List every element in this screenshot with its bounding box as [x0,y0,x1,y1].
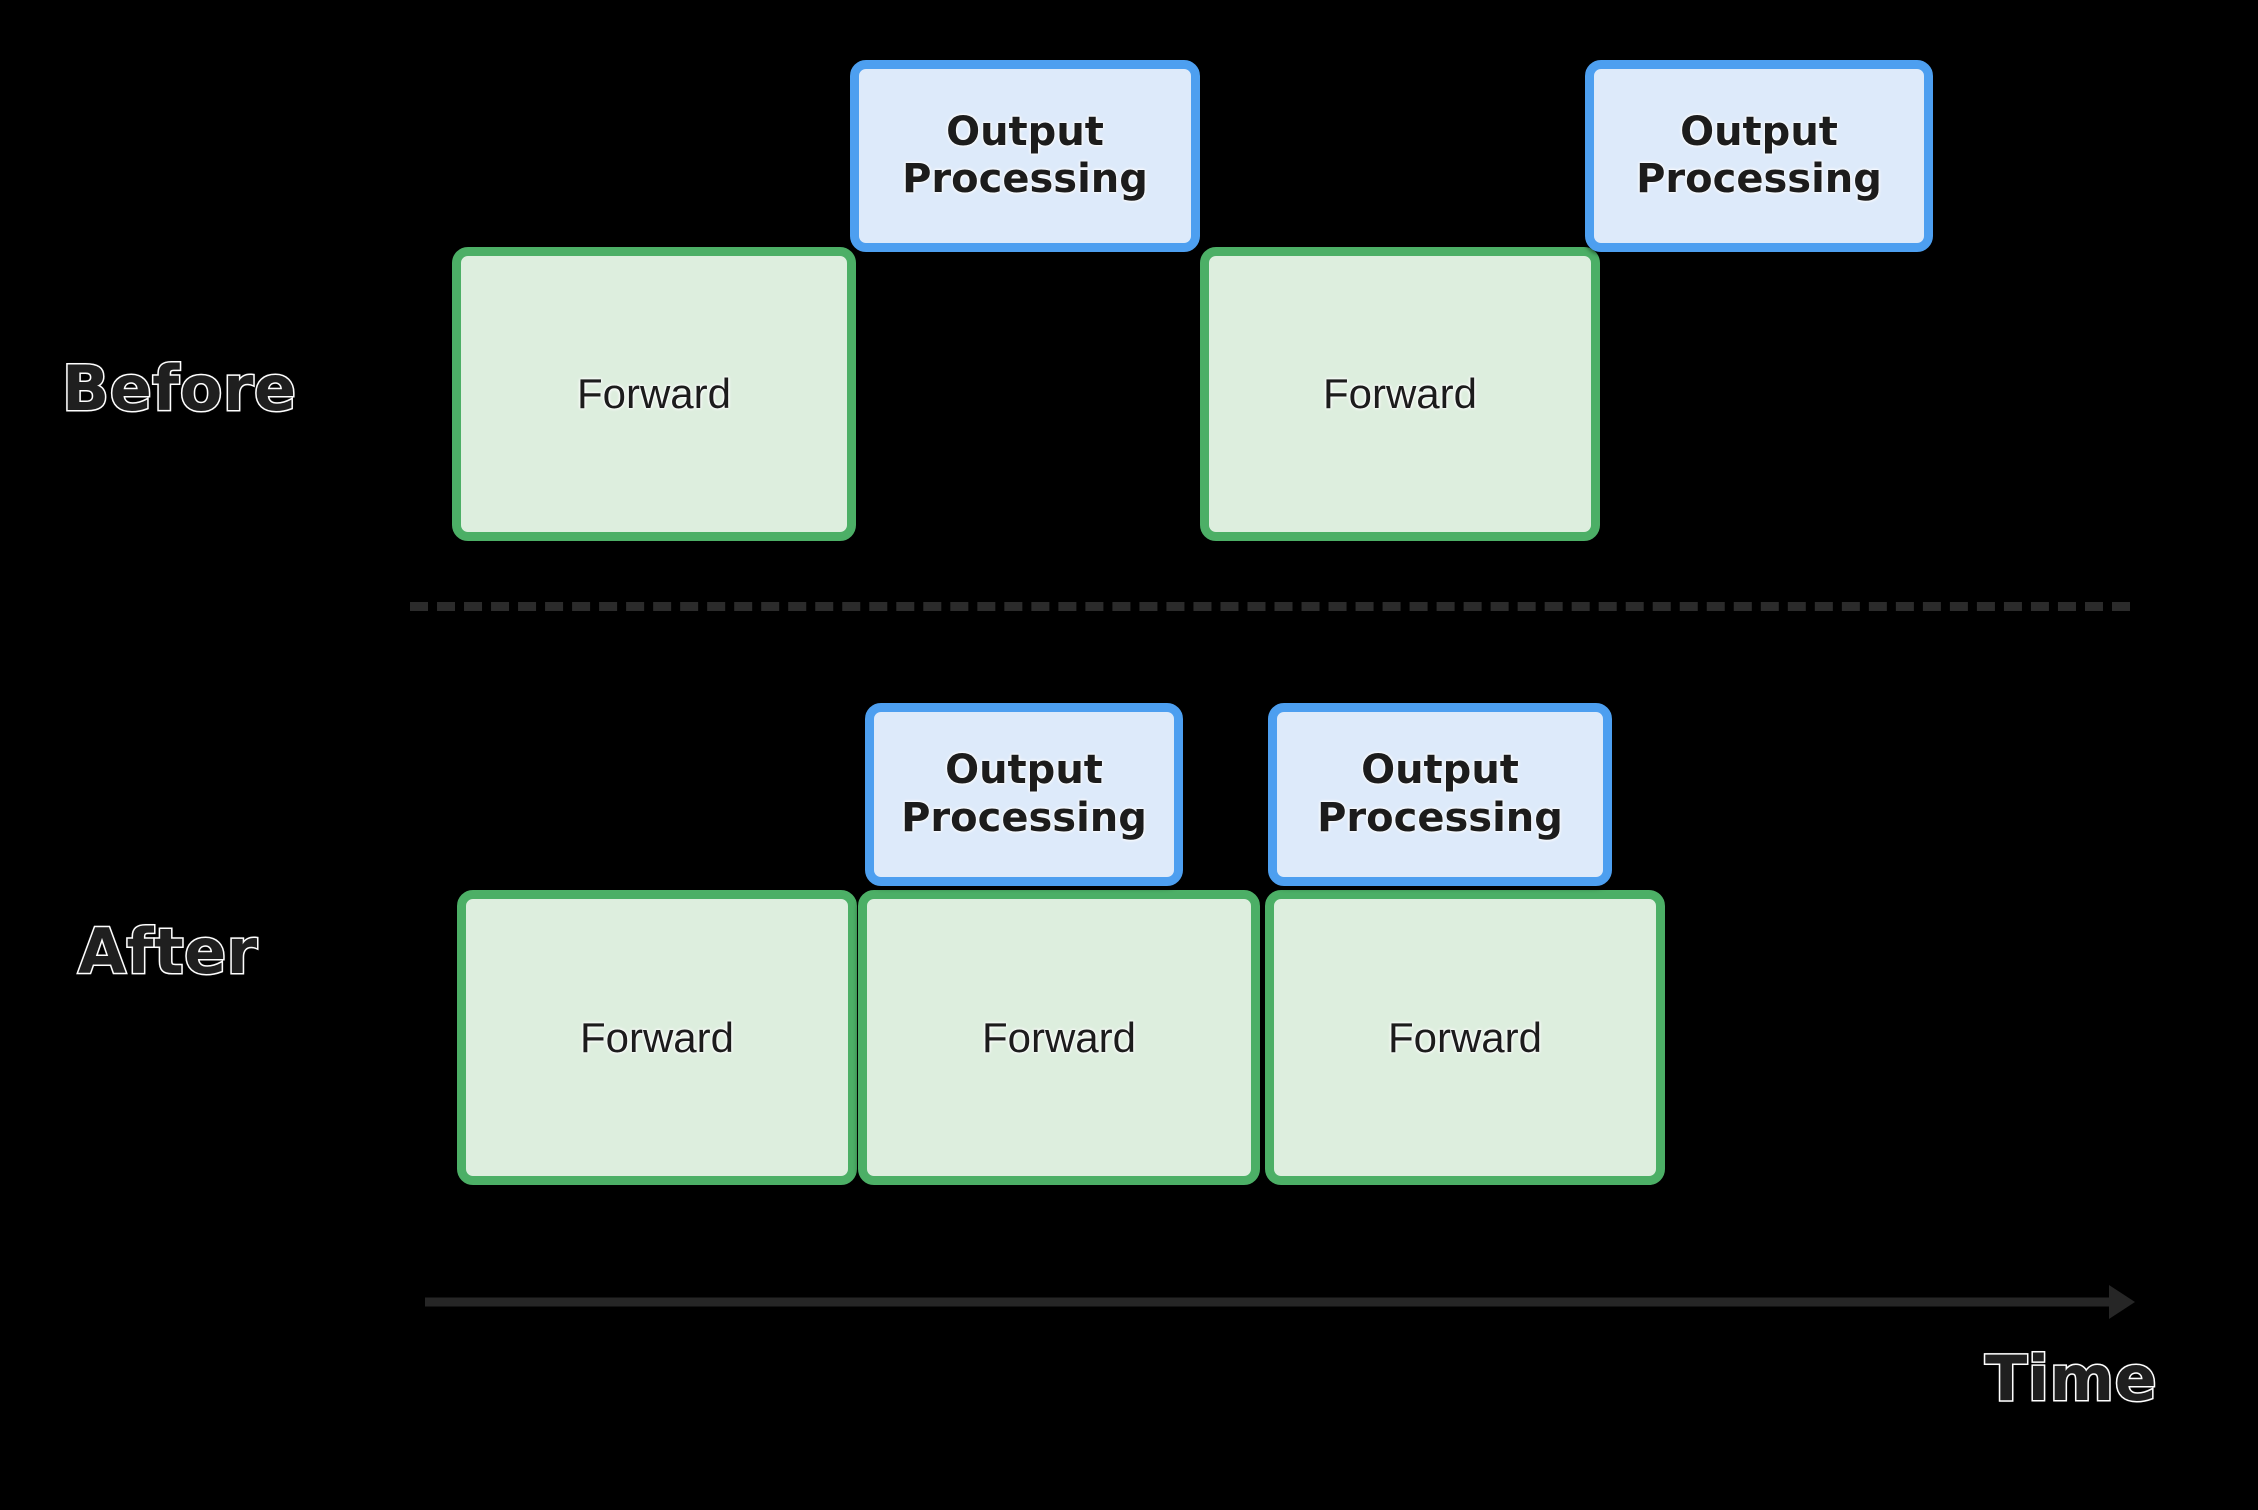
after-forward-block-2: Forward [858,890,1260,1185]
row-label-before: Before [61,351,298,427]
time-axis-arrowhead-icon [2109,1285,2135,1319]
time-axis [425,1285,2135,1319]
after-forward-label-2: Forward [981,1013,1137,1061]
after-forward-label-1: Forward [579,1013,735,1061]
before-forward-block-1: Forward [452,247,856,541]
after-forward-label-3: Forward [1387,1013,1543,1061]
before-forward-block-2: Forward [1200,247,1600,541]
after-forward-block-3: Forward [1265,890,1665,1185]
time-axis-label: Time [1983,1341,2158,1417]
section-divider [410,602,2130,611]
before-forward-label-1: Forward [576,370,732,418]
after-forward-block-1: Forward [457,890,857,1185]
before-forward-label-2: Forward [1322,370,1478,418]
time-axis-line [425,1297,2115,1307]
row-label-after: After [77,914,259,990]
